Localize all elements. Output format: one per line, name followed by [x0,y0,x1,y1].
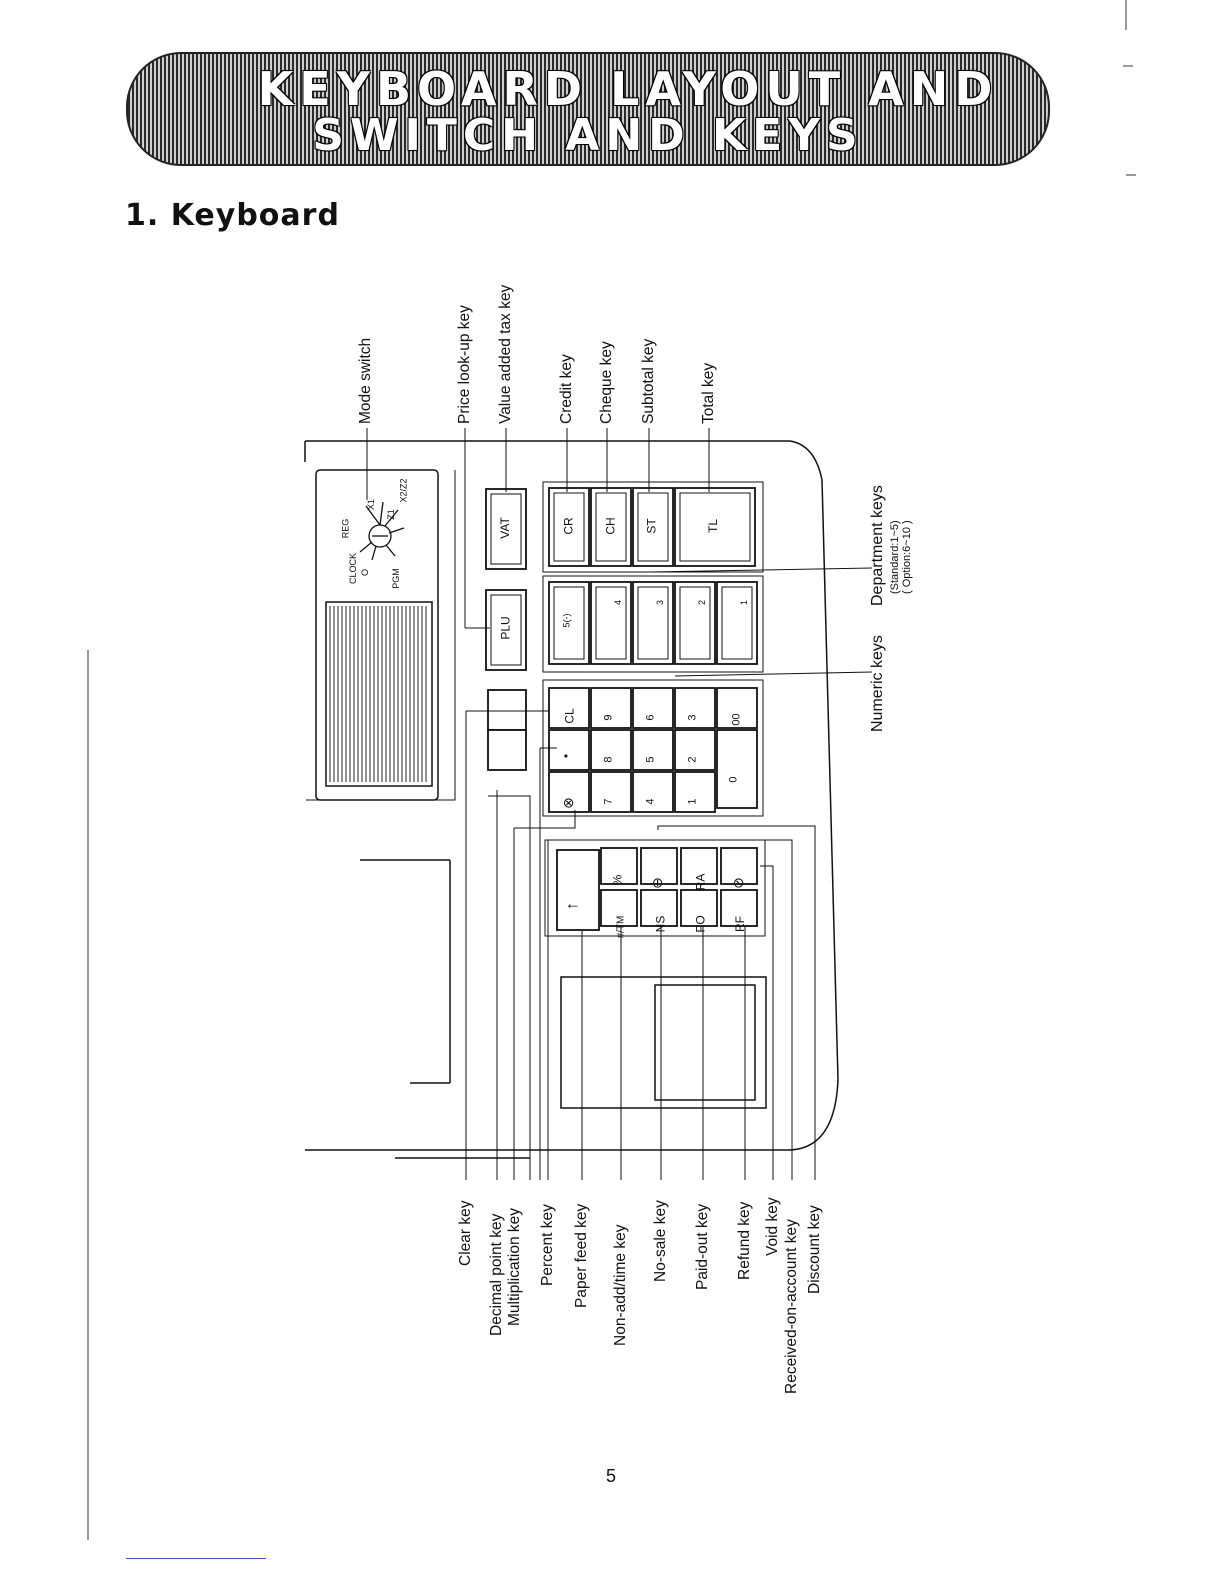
label-paper-feed: Paper feed key [573,1203,590,1308]
key-6: 6 [644,714,657,721]
key-dot: • [559,753,574,759]
key-ch: CH [603,517,618,535]
switch-clock-label: CLOCK [348,552,359,585]
label-credit: Credit key [558,354,575,424]
switch-reg-label: REG [340,518,351,539]
label-numeric: Numeric keys [869,635,886,732]
key-tl: TL [706,518,721,534]
banner-line-2: SWITCH AND KEYS DESCRIPTIONS [312,110,864,164]
key-8: 8 [602,756,615,763]
label-paid-out: Paid-out key [694,1203,711,1290]
key-9: 9 [602,714,615,721]
key-dept-1: 1 [739,599,750,606]
key-ra: RA [693,873,708,891]
label-plu: Price look-up key [456,305,473,424]
key-dept-3: 3 [655,599,666,606]
page-number: 5 [606,1466,617,1486]
key-7: 7 [602,798,615,805]
key-ns: NS [653,915,668,933]
key-non-add: #/TM [615,915,627,939]
label-department-standard: (Standard:1~5) [889,520,901,594]
key-0: 0 [727,776,740,783]
key-00: 00 [730,713,743,726]
label-cheque: Cheque key [598,341,615,424]
key-5: 5 [644,756,657,763]
switch-x2z2-label: X2/Z2 [398,478,409,503]
label-department-option: ( Option:6~10 ) [901,520,913,594]
label-non-add: Non-add/time key [612,1224,629,1346]
switch-off-label: O [360,568,371,577]
key-vat: VAT [497,517,512,539]
label-total: Total key [700,362,717,424]
footer-rule [126,1558,266,1559]
label-vat: Value added tax key [497,284,514,424]
switch-z1-label: Z1 [385,509,396,520]
key-mult: ⊗ [559,797,576,809]
section-heading: 1. Keyboard [125,198,340,233]
key-cl: CL [562,708,577,724]
label-clear: Clear key [457,1200,474,1266]
label-department: Department keys [869,485,886,606]
key-dept-4: 4 [613,599,624,606]
label-void: Void key [764,1197,781,1256]
key-paper-feed: ↑ [564,902,581,910]
label-percent: Percent key [539,1204,556,1286]
key-po: PO [693,915,708,933]
key-cr: CR [561,517,576,535]
key-plu: PLU [498,616,513,640]
label-refund: Refund key [736,1201,753,1280]
switch-pgm-label: PGM [390,568,401,589]
label-subtotal: Subtotal key [640,338,657,424]
key-dept-2: 2 [697,599,708,606]
key-void: ⊘ [729,877,746,889]
key-percent: % [610,874,625,886]
key-4: 4 [644,798,657,805]
key-rf: RF [733,916,747,932]
key-3: 3 [686,714,699,721]
label-decimal: Decimal point key [488,1213,505,1336]
title-banner: KEYBOARD LAYOUT AND SWITCH AND KEYS DESC… [126,52,1050,166]
label-mode-switch: Mode switch [357,337,374,424]
label-multiplication: Multiplication key [506,1207,523,1326]
label-no-sale: No-sale key [652,1200,669,1282]
key-dept-5: 5(-) [561,613,572,628]
key-st: ST [644,518,659,534]
key-minus: ⊖ [648,877,665,889]
switch-x1-label: X1 [366,498,377,511]
key-2: 2 [686,756,699,763]
banner-line-1: KEYBOARD LAYOUT AND [257,62,999,116]
key-1: 1 [686,798,699,805]
label-received-on-account: Received-on-account key [783,1219,800,1394]
label-discount: Discount key [806,1205,823,1294]
